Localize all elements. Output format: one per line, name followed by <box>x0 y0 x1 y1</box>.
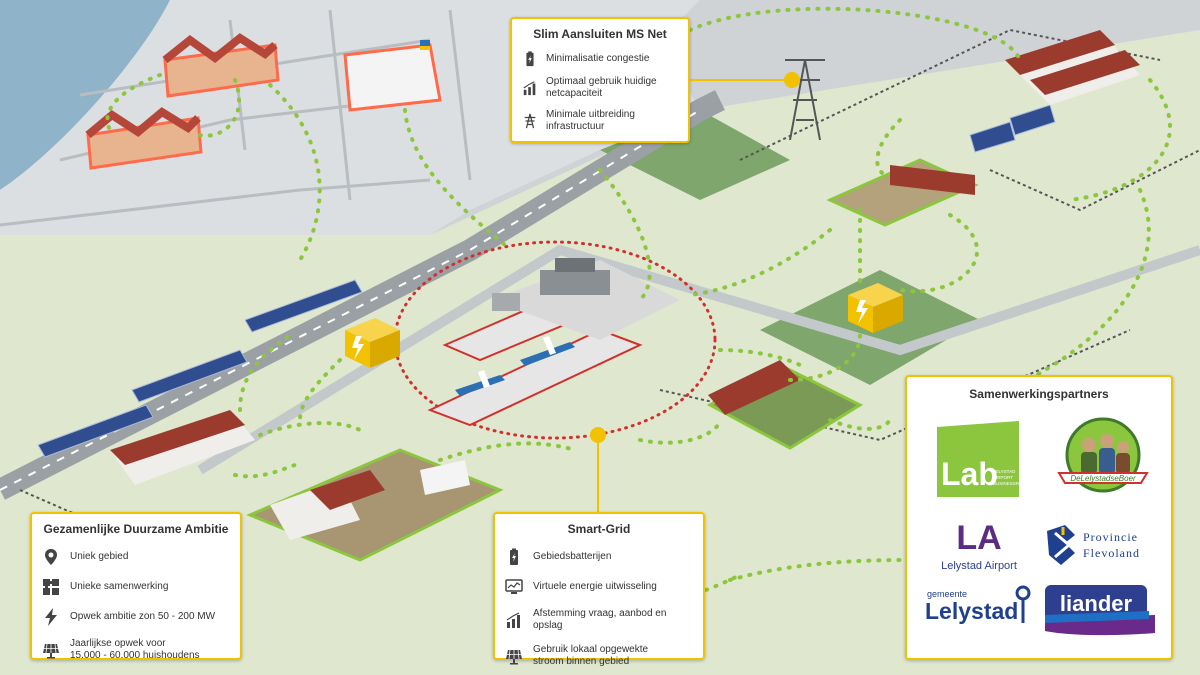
lelystadse-boer-logo: DeLelystadseBoer <box>1057 417 1149 499</box>
partners-title: Samenwerkingspartners <box>969 387 1109 401</box>
ambition-item: Opwek ambitie zon 50 - 200 MW <box>42 608 230 626</box>
ambition-item: Uniek gebied <box>42 548 230 566</box>
battery-icon <box>522 51 538 67</box>
barn-left <box>110 410 255 485</box>
ambition-item: Unieke samenwerking <box>42 578 230 596</box>
airport-mark: LA <box>956 519 1001 557</box>
ambition-item: Jaarlijkse opwek voor 15.000 - 60.000 hu… <box>42 638 230 662</box>
liander-name: liander <box>1060 591 1133 616</box>
monitor-icon <box>505 578 523 596</box>
airplane-2 <box>520 336 575 366</box>
ms-net-title: Slim Aansluiten MS Net <box>533 27 667 41</box>
smart-grid-item: Gebruik lokaal opgewekte stroom binnen g… <box>505 644 693 668</box>
power-pylon-icon <box>522 113 538 129</box>
solar-field-right <box>969 104 1056 153</box>
airplane-1 <box>455 370 505 396</box>
ambition-title: Gezamenlijke Duurzame Ambitie <box>43 522 229 536</box>
lab-logo: Lab LELYSTAD AIRPORT BUSINESSPARK <box>937 421 1028 497</box>
bar-chart-icon <box>522 80 538 96</box>
main-road-center <box>0 109 701 491</box>
smart-grid-title: Smart-Grid <box>567 522 631 536</box>
provincie-line1: Provincie <box>1083 530 1138 544</box>
airport-buildings <box>492 258 610 311</box>
solar-panel-icon <box>42 641 60 659</box>
puzzle-icon <box>42 578 60 596</box>
ms-net-item: Minimale uitbreiding infrastructuur <box>522 109 678 133</box>
smart-grid-item-text: Virtuele energie uitwisseling <box>533 581 657 592</box>
partners-card: Samenwerkingspartners Lab LELYSTAD AIRPO… <box>905 375 1173 660</box>
bar-chart-icon <box>505 611 523 629</box>
ms-net-item: Minimalisatie congestie <box>522 51 678 67</box>
airport-zone-ring <box>393 240 717 440</box>
gemeente-lelystad-logo: gemeente Lelystad <box>925 583 1031 631</box>
battery-box-right <box>848 283 903 333</box>
lab-logo-sub1: LELYSTAD <box>993 469 1016 474</box>
provincie-flevoland-logo: Provincie Flevoland <box>1045 521 1163 571</box>
ms-net-item-text: Minimale uitbreiding infrastructuur <box>546 109 635 132</box>
solar-field-left <box>37 279 363 458</box>
airport-name: Lelystad Airport <box>941 560 1017 572</box>
smart-grid-card: Smart-Grid Gebiedsbatterijen Virtuele en… <box>493 512 705 667</box>
ambition-item-text: Unieke samenwerking <box>70 581 169 592</box>
ms-net-item: Optimaal gebruik huidige netcapaciteit <box>522 76 678 100</box>
smart-grid-item: Virtuele energie uitwisseling <box>505 578 693 596</box>
ms-net-item-text: Optimaal gebruik huidige netcapaciteit <box>546 76 657 99</box>
ms-net-card: Slim Aansluiten MS Net Minimalisatie con… <box>510 17 690 143</box>
ambition-item-text: Jaarlijkse opwek voor 15.000 - 60.000 hu… <box>70 638 200 661</box>
smart-grid-item: Gebiedsbatterijen <box>505 548 693 566</box>
provincie-line2: Flevoland <box>1083 546 1140 560</box>
barn-top-right <box>1005 30 1140 105</box>
ambition-item-text: Uniek gebied <box>70 551 129 562</box>
gemeente-small: gemeente <box>927 589 967 599</box>
callout-lines <box>597 79 790 512</box>
energy-flow-dots <box>105 6 1172 622</box>
smart-grid-item-text: Afstemming vraag, aanbod en opslag <box>533 608 667 631</box>
smart-grid-item: Afstemming vraag, aanbod en opslag <box>505 608 693 632</box>
callout-dot-airport <box>590 427 606 443</box>
smart-grid-item-text: Gebiedsbatterijen <box>533 551 612 562</box>
location-pin-icon <box>42 548 60 566</box>
school-building <box>343 40 442 112</box>
lab-logo-sub3: BUSINESSPARK <box>993 481 1028 486</box>
battery-icon <box>505 548 523 566</box>
boer-banner-text: DeLelystadseBoer <box>1070 474 1136 483</box>
houses-top <box>162 33 280 98</box>
power-pylon <box>785 59 825 141</box>
smart-grid-item-text: Gebruik lokaal opgewekte stroom binnen g… <box>533 644 649 667</box>
solar-panel-icon <box>505 647 523 665</box>
battery-box-left <box>345 318 400 368</box>
apron <box>490 260 680 340</box>
lelystad-airport-logo: LA Lelystad Airport <box>929 515 1029 573</box>
lab-logo-word: Lab <box>941 456 998 492</box>
callout-dot-pylon <box>784 72 800 88</box>
ms-net-item-text: Minimalisatie congestie <box>546 53 650 64</box>
lab-logo-sub2: AIRPORT <box>993 475 1013 480</box>
gemeente-name: Lelystad <box>925 598 1018 624</box>
lightning-icon <box>42 608 60 626</box>
farm-center <box>246 448 504 562</box>
greenhouse-field <box>826 158 979 227</box>
farm-right <box>706 360 864 450</box>
ambition-card: Gezamenlijke Duurzame Ambitie Uniek gebi… <box>30 512 242 662</box>
liander-logo: liander <box>1045 585 1155 637</box>
ambition-item-text: Opwek ambitie zon 50 - 200 MW <box>70 611 216 622</box>
